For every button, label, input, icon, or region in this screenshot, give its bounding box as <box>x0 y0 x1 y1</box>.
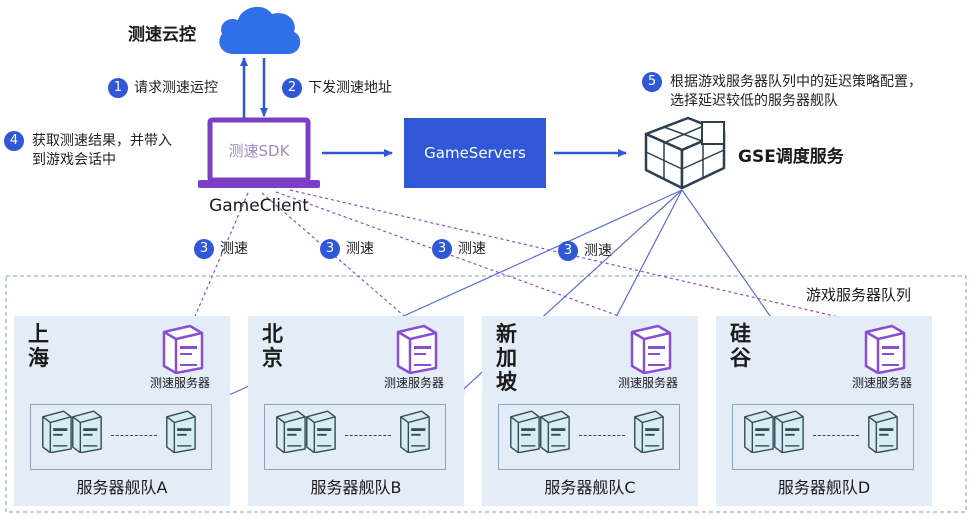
fleet-box <box>264 404 446 470</box>
server-icon <box>163 409 197 457</box>
fleet-box <box>498 404 680 470</box>
speed-server-icon <box>862 324 908 378</box>
step-5-text: 根据游戏服务器队列中的延迟策略配置， 选择延迟较低的服务器舰队 <box>670 73 922 111</box>
cloud-label: 测速云控 <box>128 25 196 45</box>
step-3-text-b: 测速 <box>346 241 374 257</box>
server-icon <box>631 409 665 457</box>
step-4-text: 获取测速结果，并带入 到游戏会话中 <box>32 132 172 170</box>
server-dash <box>813 435 859 436</box>
speed-server-label: 测速服务器 <box>149 376 210 390</box>
step-4-line1: 获取测速结果，并带入 <box>32 133 172 149</box>
speedtest-line-beijing <box>261 192 419 329</box>
server-dash <box>579 435 625 436</box>
gameservers-label: GameServers <box>424 144 526 162</box>
server-icon <box>537 409 571 457</box>
step-1-text: 请求测速运控 <box>134 80 218 96</box>
step-2-text: 下发测速地址 <box>308 80 392 96</box>
step-5-badge: 5 <box>642 72 662 92</box>
region-3: 硅谷 测速服务器 <box>716 316 932 506</box>
server-dash <box>345 435 391 436</box>
step-3-text-a: 测速 <box>220 241 248 257</box>
region-name: 上海 <box>28 322 49 370</box>
region-0: 上海 测速服务器 <box>14 316 230 506</box>
fleet-box <box>732 404 914 470</box>
speed-server-icon <box>394 324 440 378</box>
fleet-label: 服务器舰队C <box>544 478 636 497</box>
step-3-badge-b: 3 <box>320 239 340 259</box>
step-5-line1: 根据游戏服务器队列中的延迟策略配置， <box>670 74 922 90</box>
fleet-label: 服务器舰队A <box>76 478 168 497</box>
region-name: 硅谷 <box>730 322 751 370</box>
step-3-badge-c: 3 <box>432 239 452 259</box>
step-3-text-d: 测速 <box>584 243 612 259</box>
speed-server-icon <box>160 324 206 378</box>
speed-server-icon <box>628 324 674 378</box>
step-3-badge-d: 3 <box>558 241 578 261</box>
step-3-badge-a: 3 <box>194 239 214 259</box>
fleet-box <box>30 404 212 470</box>
server-icon <box>741 409 775 457</box>
speed-server-label: 测速服务器 <box>851 376 912 390</box>
step-3-text-c: 测速 <box>458 241 486 257</box>
server-icon <box>69 409 103 457</box>
cloud-icon <box>219 6 301 55</box>
server-dash <box>111 435 157 436</box>
server-icon <box>397 409 431 457</box>
queue-label: 游戏服务器队列 <box>804 284 914 305</box>
region-name: 新加坡 <box>496 322 517 394</box>
step-2-badge: 2 <box>282 78 302 98</box>
speed-server-label: 测速服务器 <box>383 376 444 390</box>
server-icon <box>507 409 541 457</box>
sdk-label: 测速SDK <box>228 142 290 160</box>
server-icon <box>273 409 307 457</box>
gse-label: GSE调度服务 <box>738 147 844 167</box>
fleet-label: 服务器舰队D <box>777 478 871 497</box>
speedtest-line-singapore <box>275 191 653 330</box>
step-4-line2: 到游戏会话中 <box>32 152 116 168</box>
region-name: 北京 <box>262 322 283 370</box>
server-icon <box>865 409 899 457</box>
step-5-line2: 选择延迟较低的服务器舰队 <box>670 93 838 109</box>
speed-server-label: 测速服务器 <box>617 376 678 390</box>
step-4-badge: 4 <box>4 131 24 151</box>
server-icon <box>39 409 73 457</box>
speedtest-line-shanghai <box>189 192 249 329</box>
server-icon <box>303 409 337 457</box>
cube-icon <box>644 116 726 190</box>
laptop-icon <box>198 117 320 188</box>
fleet-label: 服务器舰队B <box>310 478 402 497</box>
gameservers-box: GameServers <box>404 118 546 188</box>
region-2: 新加坡 测速服务器 <box>482 316 698 506</box>
region-1: 北京 测速服务器 <box>248 316 464 506</box>
queue-frame <box>5 275 967 513</box>
step-1-badge: 1 <box>108 78 128 98</box>
client-name: GameClient <box>209 196 309 216</box>
server-icon <box>771 409 805 457</box>
